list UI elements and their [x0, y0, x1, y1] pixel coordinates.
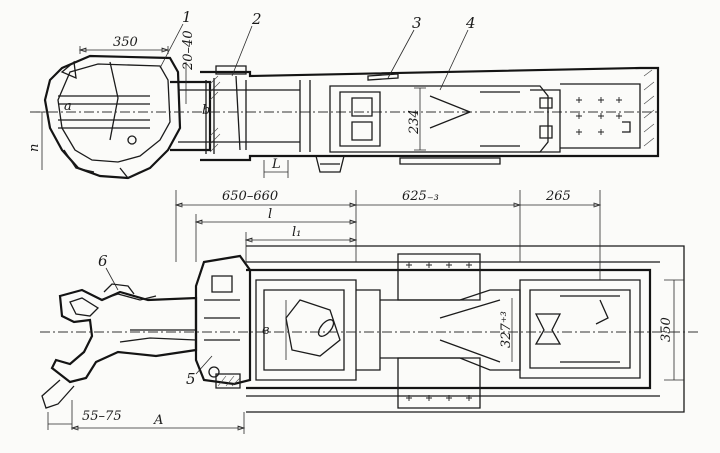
dim-625: 625₋₃ [402, 189, 439, 204]
dim-327: 327⁺³ [499, 311, 514, 348]
dim-234: 234 [407, 109, 422, 135]
label-b: b [202, 103, 210, 118]
dim-L: L [271, 157, 281, 172]
top-view [30, 54, 660, 180]
dim-20-40: 20–40 [181, 30, 196, 71]
dim-350-top: 350 [113, 35, 138, 50]
dim-350-right: 350 [659, 317, 674, 342]
callout-2: 2 [251, 10, 262, 28]
dim-l: l [268, 207, 272, 222]
bottom-callouts: 6 5 [98, 252, 213, 388]
bottom-view [40, 245, 700, 413]
callout-3: 3 [412, 14, 422, 32]
label-v: в [262, 323, 270, 338]
label-a: a [64, 99, 72, 114]
top-callouts: 1 2 3 4 [159, 8, 476, 91]
dim-l1: l₁ [292, 225, 301, 240]
dim-A: A [153, 413, 163, 428]
callout-6: 6 [98, 252, 108, 270]
dim-n: n [27, 144, 42, 152]
bottom-dimensions: 650–660 l l₁ 625₋₃ 265 350 327⁺³ в 55–75… [47, 189, 684, 434]
callout-5: 5 [186, 370, 196, 388]
dim-650-660: 650–660 [222, 189, 278, 204]
callout-4: 4 [465, 14, 476, 32]
top-dimensions: 350 20–40 234 L n a b [27, 30, 426, 178]
dim-265: 265 [545, 189, 571, 204]
dim-55-75: 55–75 [82, 409, 122, 424]
callout-1: 1 [182, 8, 192, 26]
